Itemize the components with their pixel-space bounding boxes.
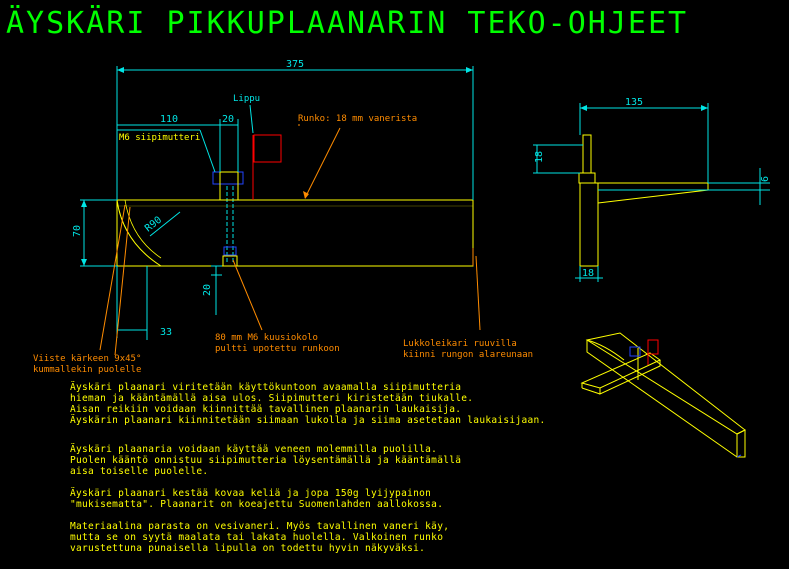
dim-20-top: 20 [222, 114, 234, 125]
label-runko: Runko: 18 mm vanerista [298, 114, 417, 124]
bolt-block-bottom [222, 255, 238, 267]
iso-side [586, 340, 738, 458]
side-dimensions [80, 66, 474, 340]
side-view [116, 134, 474, 267]
body-outline [116, 199, 474, 267]
iso-nose [586, 339, 625, 361]
dim-110: 110 [160, 114, 178, 125]
label-pultti-1: 80 mm M6 kuusiokolo [215, 333, 318, 343]
nose-curve-inner [124, 199, 162, 259]
label-pultti-2: pultti upotettu runkoon [215, 344, 340, 354]
paragraph-4: Materiaalina parasta on vesivaneri. Myös… [70, 521, 450, 554]
runko-arrow [303, 191, 309, 199]
dim-6: 6 [760, 176, 771, 182]
dim-width: 375 [286, 59, 304, 70]
dim-70: 70 [72, 225, 83, 237]
dim-18-left: 18 [534, 151, 545, 163]
label-lukko-2: kiinni rungon alareunaan [403, 350, 533, 360]
label-siipimutteri: M6 siipimutteri [119, 133, 200, 143]
label-lippu: Lippu [233, 94, 260, 104]
leaders [99, 104, 481, 356]
end-view [578, 134, 770, 267]
page-title: ÄYSKÄRI PIKKUPLAANARIN TEKO-OHJEET [6, 6, 689, 41]
label-viiste-1: Viiste kärkeen 9x45° [33, 354, 141, 364]
end-view-wing [597, 182, 709, 204]
dim-33: 33 [160, 327, 172, 338]
flag [253, 134, 282, 163]
dim-18-bottom: 18 [582, 268, 594, 279]
nose-curve [116, 199, 162, 267]
bolt-head-bottom [223, 246, 237, 256]
paragraph-3: Äyskäri plaanari kestää kovaa keliä ja j… [70, 488, 444, 510]
iso-flag [647, 339, 659, 355]
wing-nut-block [219, 171, 239, 201]
paragraph-2: Äyskäri plaanaria voidaan käyttää veneen… [70, 444, 462, 477]
end-view-block [578, 172, 596, 184]
paragraph-1: Äyskäri plaanari viritetään käyttökuntoo… [70, 382, 546, 426]
dim-r90: R90 [143, 215, 164, 235]
end-view-bolt-top [582, 134, 592, 174]
end-view-body [579, 182, 599, 267]
iso-front [736, 429, 746, 458]
end-dimensions [533, 103, 761, 282]
end-dim-arrows [580, 105, 708, 111]
iso-view [580, 332, 746, 458]
iso-wing-edge [599, 360, 661, 395]
iso-nut [629, 346, 641, 357]
label-viiste-2: kummallekin puolelle [33, 365, 141, 375]
dim-135: 135 [625, 97, 643, 108]
dim-20-bottom: 20 [202, 284, 213, 296]
side-dim-arrows [81, 67, 473, 266]
label-lukko-1: Lukkoleikari ruuvilla [403, 339, 517, 349]
